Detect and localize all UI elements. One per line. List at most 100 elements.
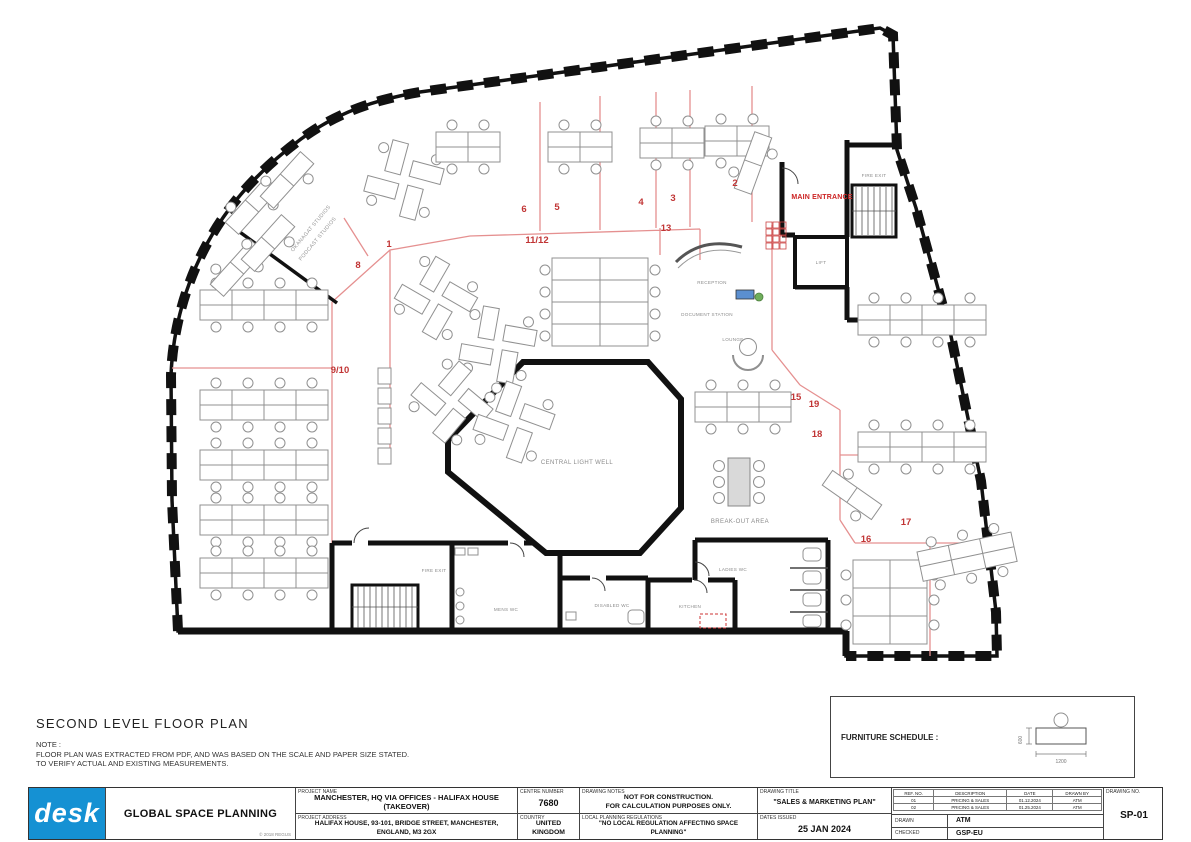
zone-number: 15 xyxy=(791,392,802,403)
zone-number: 19 xyxy=(809,399,820,410)
lounge-label: LOUNGE xyxy=(722,337,743,342)
zone-number: 16 xyxy=(861,534,872,545)
revision-table: REF. NO. DESCRIPTION DATE DRAWN BY 01 PR… xyxy=(892,788,1103,815)
ladies-wc-label: LADIES WC xyxy=(719,567,747,572)
regulations-label: LOCAL PLANNING REGULATIONS xyxy=(582,814,663,821)
fire-exit-upper-label: FIRE EXIT xyxy=(862,173,887,178)
break-out-label: BREAK-OUT AREA xyxy=(711,519,769,525)
drawing-title: "SALES & MARKETING PLAN" xyxy=(773,798,876,806)
main-entrance-label: MAIN ENTRANCE xyxy=(791,194,852,201)
zone-number: 9/10 xyxy=(331,365,350,376)
furniture-desk-symbol: 1200 600 xyxy=(1018,712,1087,765)
central-light-well-label: CENTRAL LIGHT WELL xyxy=(541,460,613,466)
drawing-notes-1: NOT FOR CONSTRUCTION. xyxy=(623,794,714,802)
rev-row: 02 PRICING & SALES 01.25.2024 ATM xyxy=(892,803,1102,811)
rev-drawn-cell: REF. NO. DESCRIPTION DATE DRAWN BY 01 PR… xyxy=(891,788,1103,839)
note-line-1: FLOOR PLAN WAS EXTRACTED FROM PDF, AND W… xyxy=(36,749,410,759)
logo: desk xyxy=(29,788,105,839)
zone-number: 18 xyxy=(812,429,823,440)
centre-number-label: CENTRE NUMBER xyxy=(520,789,564,795)
drawing-no: SP-01 xyxy=(1120,809,1148,821)
reception-area: RECEPTION DOCUMENT STATION LOUNGE xyxy=(674,242,764,371)
rev-header-drawnby: DRAWN BY xyxy=(1052,789,1102,797)
fire-stair-lower: FIRE EXIT xyxy=(350,568,447,631)
centre-number: 7680 xyxy=(538,797,559,808)
centre-country-cell: CENTRE NUMBER 7680 COUNTRY UNITED KINGDO… xyxy=(517,788,579,839)
entrance-red-grid xyxy=(765,221,787,250)
drawing-notes-label: DRAWING NOTES xyxy=(582,789,625,795)
page-title: SECOND LEVEL FLOOR PLAN xyxy=(36,716,249,731)
rev-header-refno: REF. NO. xyxy=(892,789,935,797)
break-out-area: BREAK-OUT AREA xyxy=(711,457,769,525)
fire-exit-lower-label: FIRE EXIT xyxy=(422,568,447,573)
title-block: desk GLOBAL SPACE PLANNING © 2018 REGUS … xyxy=(28,787,1163,840)
regulations: "NO LOCAL REGULATION AFFECTING SPACE PLA… xyxy=(598,820,739,836)
country: UNITED KINGDOM xyxy=(532,820,565,836)
zone-number: 5 xyxy=(554,202,560,213)
rev-header-description: DESCRIPTION xyxy=(933,789,1008,797)
lounge-sofa xyxy=(732,354,764,371)
desk-width-dim: 1200 xyxy=(1055,759,1066,765)
zone-number: 3 xyxy=(670,193,675,204)
lift-label: LIFT xyxy=(816,260,827,265)
drawn-row: DRAWN ATM xyxy=(892,815,1103,828)
zone-number: 8 xyxy=(355,260,360,271)
note-line-2: TO VERIFY ACTUAL AND EXISTING MEASUREMEN… xyxy=(36,759,229,768)
logo-text: desk xyxy=(34,798,100,828)
zone-number: 1 xyxy=(386,239,392,250)
desk-depth-dim: 600 xyxy=(1018,736,1024,745)
desk-bank-middle xyxy=(539,257,661,347)
checked-label: CHECKED xyxy=(892,827,948,839)
checked-row: CHECKED GSP-EU xyxy=(892,827,1103,839)
date-issued-label: DATES ISSUED xyxy=(760,814,797,821)
project-cell: PROJECT NAME MANCHESTER, HQ VIA OFFICES … xyxy=(295,788,517,839)
notes-regs-cell: DRAWING NOTES NOT FOR CONSTRUCTION. FOR … xyxy=(579,788,757,839)
rev-row: 01 PRICING & SALES 01.12.2024 ATM xyxy=(892,796,1102,804)
drawing-notes-2: FOR CALCULATION PURPOSES ONLY. xyxy=(605,802,732,810)
checked-value: GSP-EU xyxy=(956,829,983,837)
plant xyxy=(754,292,764,302)
wc-block: MENS WC DISABLED WC KITCHEN LADIES WC xyxy=(454,547,828,629)
fire-stair-upper: FIRE EXIT xyxy=(850,173,898,239)
company-cell: GLOBAL SPACE PLANNING © 2018 REGUS xyxy=(105,788,295,839)
copyright: © 2018 REGUS xyxy=(259,832,291,837)
project-name-label: PROJECT NAME xyxy=(298,789,338,795)
country-label: COUNTRY xyxy=(520,814,545,821)
lounge-table xyxy=(739,338,757,356)
mens-wc-label: MENS WC xyxy=(494,607,519,612)
document-station xyxy=(735,289,755,300)
company-name: GLOBAL SPACE PLANNING xyxy=(123,807,278,820)
desk-clusters xyxy=(199,113,1021,645)
kitchen-label: KITCHEN xyxy=(679,604,701,609)
zone-number: 4 xyxy=(638,197,644,208)
drawing-no-cell: DRAWING NO. SP-01 xyxy=(1103,788,1164,839)
drawing-title-label: DRAWING TITLE xyxy=(760,789,799,795)
zone-number: 6 xyxy=(521,204,526,215)
furniture-schedule: FURNITURE SCHEDULE : 1200 600 xyxy=(830,696,1135,778)
zone-number: 17 xyxy=(901,517,912,528)
reception-label: RECEPTION xyxy=(697,280,727,285)
drawn-value: ATM xyxy=(956,817,971,825)
project-address-label: PROJECT ADDRESS xyxy=(298,814,347,821)
kitchen-appliance xyxy=(699,613,727,629)
drawn-label: DRAWN xyxy=(892,815,948,827)
date-issued: 25 JAN 2024 xyxy=(797,823,852,834)
disabled-wc-label: DISABLED WC xyxy=(595,603,630,608)
project-name: MANCHESTER, HQ VIA OFFICES - HALIFAX HOU… xyxy=(314,793,499,811)
drawing-no-label: DRAWING NO. xyxy=(1106,789,1141,795)
door-swings xyxy=(353,167,799,594)
document-station-label: DOCUMENT STATION xyxy=(681,312,733,317)
note-label: NOTE : xyxy=(36,740,62,749)
lift-room: LIFT xyxy=(793,235,849,289)
rev-header-date: DATE xyxy=(1006,789,1054,797)
project-address: HALIFAX HOUSE, 93-101, BRIDGE STREET, MA… xyxy=(314,820,499,836)
zone-number: 13 xyxy=(661,223,672,234)
floor-plan: CENTRAL LIGHT WELL FIRE EXIT LIFT MAIN E… xyxy=(165,22,1021,661)
furniture-schedule-label: FURNITURE SCHEDULE : xyxy=(841,732,939,742)
zone-number: 2 xyxy=(732,178,737,189)
zone-number: 11/12 xyxy=(525,235,548,246)
title-date-cell: DRAWING TITLE "SALES & MARKETING PLAN" D… xyxy=(757,788,891,839)
note-block: NOTE : FLOOR PLAN WAS EXTRACTED FROM PDF… xyxy=(36,740,409,769)
